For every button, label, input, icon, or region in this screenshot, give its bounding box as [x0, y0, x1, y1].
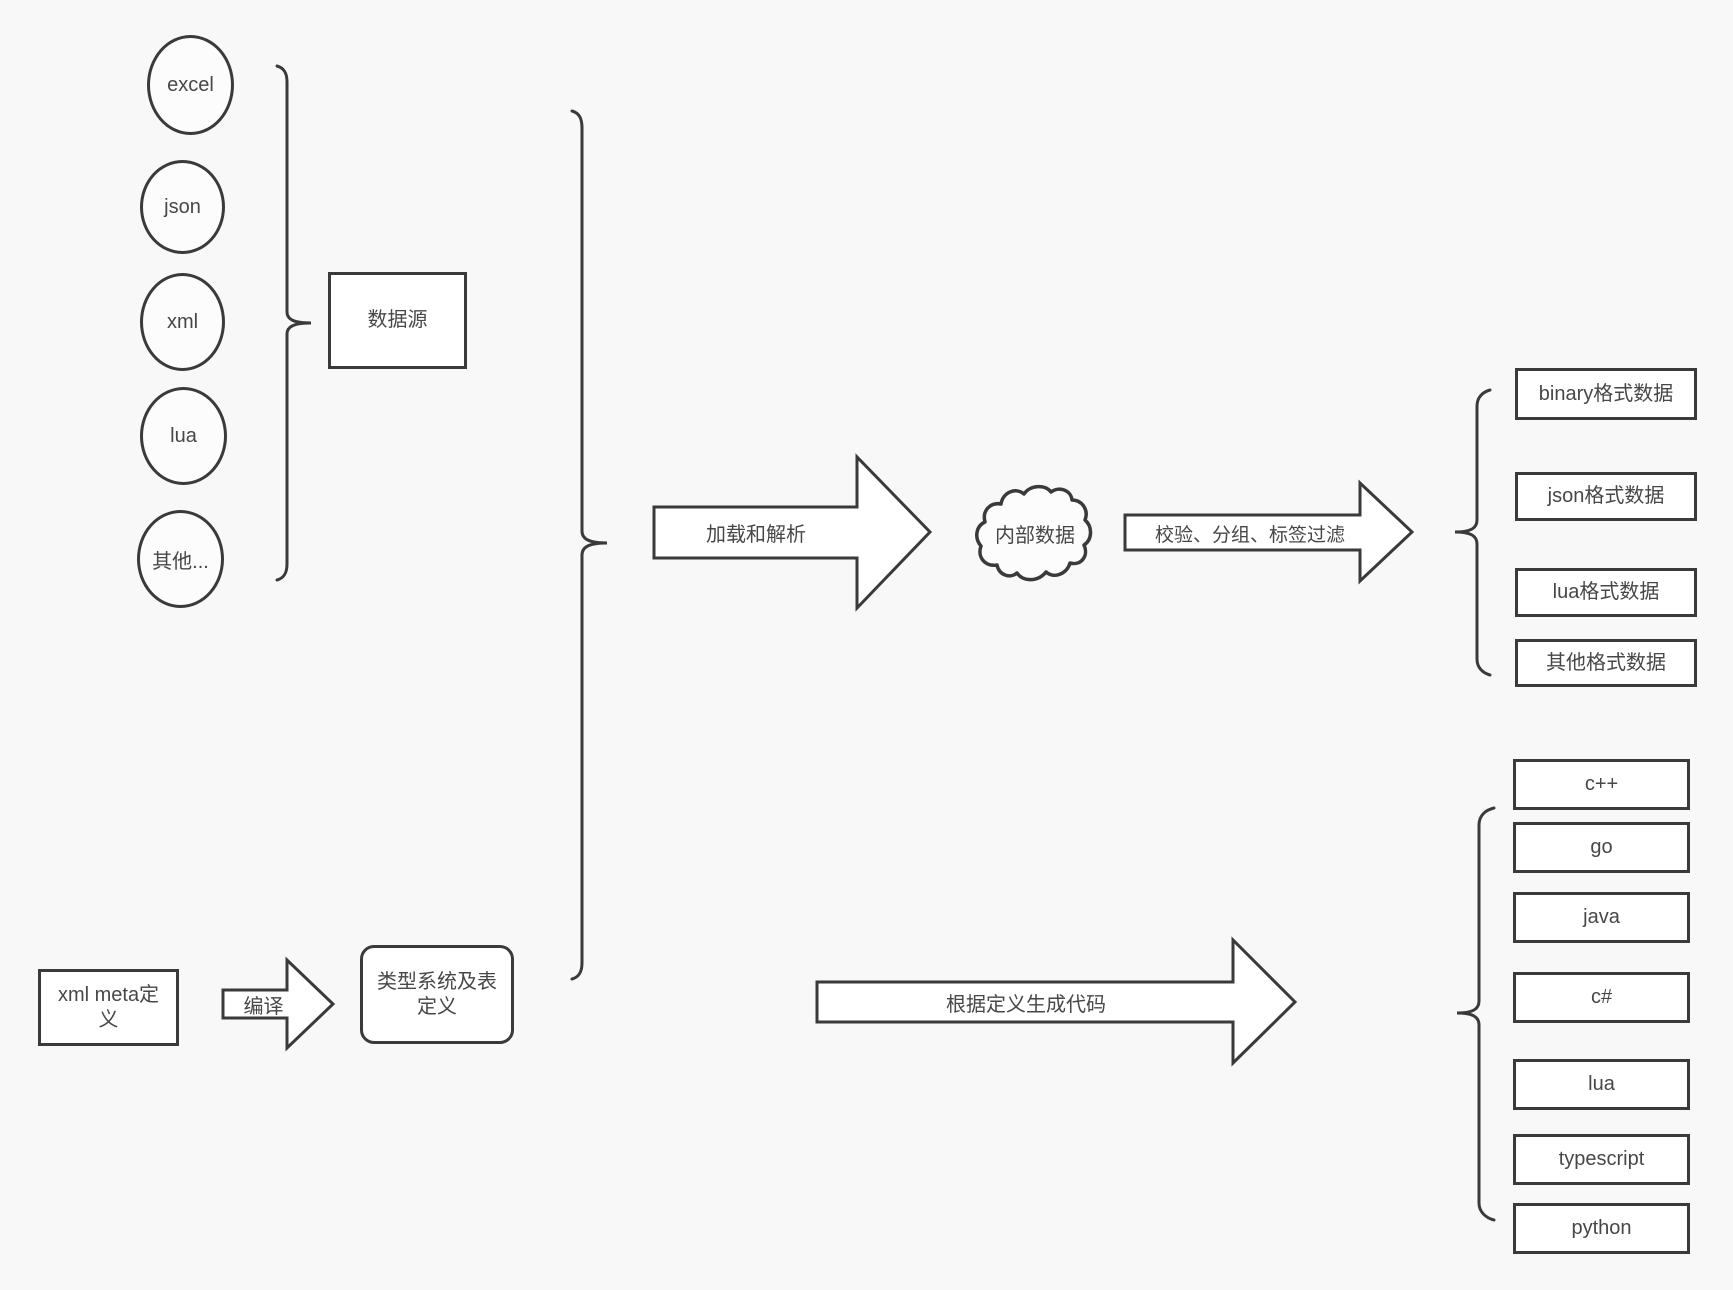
language-box-label: c# [1590, 986, 1613, 1008]
source-node-label: json [164, 195, 201, 218]
language-box-typescript: typescript [1513, 1134, 1690, 1185]
source-node-lua: lua [140, 387, 227, 485]
load-parse-arrow-label: 加载和解析 [706, 524, 806, 546]
formats-brace [1454, 388, 1492, 677]
type-system-box: 类型系统及表定义 [360, 945, 514, 1044]
language-box-label: go [1590, 836, 1613, 858]
source-node-excel: excel [147, 35, 234, 135]
internal-data-label: 内部数据 [995, 524, 1075, 547]
language-box-label: python [1571, 1217, 1632, 1239]
filter-arrow-label: 校验、分组、标签过滤 [1154, 524, 1345, 546]
internal-data-cloud [975, 484, 1093, 582]
format-box-json: json格式数据 [1515, 472, 1697, 521]
type-system-label: 类型系统及表定义 [377, 970, 497, 1018]
load-parse-arrow [652, 453, 933, 612]
language-box-csharp: c# [1513, 972, 1690, 1023]
language-box-cpp: c++ [1513, 759, 1690, 810]
format-box-lua: lua格式数据 [1515, 568, 1697, 617]
source-node-label: excel [167, 73, 214, 96]
source-node-other: 其他... [137, 510, 224, 608]
language-box-label: c++ [1584, 773, 1619, 795]
format-box-label: json格式数据 [1547, 485, 1665, 507]
generate-code-arrow-label: 根据定义生成代码 [946, 993, 1106, 1016]
compile-arrow-label: 编译 [243, 995, 284, 1018]
filter-arrow [1123, 479, 1415, 585]
format-box-label: lua格式数据 [1552, 581, 1660, 603]
format-box-label: 其他格式数据 [1546, 651, 1666, 674]
source-node-xml: xml [140, 273, 225, 371]
format-box-binary: binary格式数据 [1515, 368, 1697, 420]
language-box-lua: lua [1513, 1059, 1690, 1110]
language-box-label: typescript [1558, 1148, 1645, 1170]
inputs-big-brace [570, 109, 608, 981]
sources-group-brace [275, 64, 312, 582]
language-box-go: go [1513, 822, 1690, 873]
languages-brace [1456, 806, 1496, 1222]
language-box-python: python [1513, 1203, 1690, 1254]
xml-meta-box: xml meta定义 [38, 969, 179, 1046]
language-box-label: lua [1588, 1073, 1615, 1095]
compile-arrow [221, 956, 336, 1052]
data-source-group-box: 数据源 [328, 272, 467, 369]
xml-meta-label: xml meta定义 [57, 983, 160, 1031]
data-source-group-label: 数据源 [367, 309, 428, 331]
format-box-label: binary格式数据 [1538, 382, 1674, 405]
source-node-label: 其他... [152, 550, 209, 573]
source-node-label: xml [166, 310, 199, 333]
source-node-json: json [140, 160, 225, 254]
language-box-java: java [1513, 892, 1690, 943]
generate-code-arrow [815, 936, 1298, 1067]
source-node-label: lua [170, 424, 197, 447]
format-box-other: 其他格式数据 [1515, 639, 1697, 687]
language-box-label: java [1583, 906, 1620, 928]
